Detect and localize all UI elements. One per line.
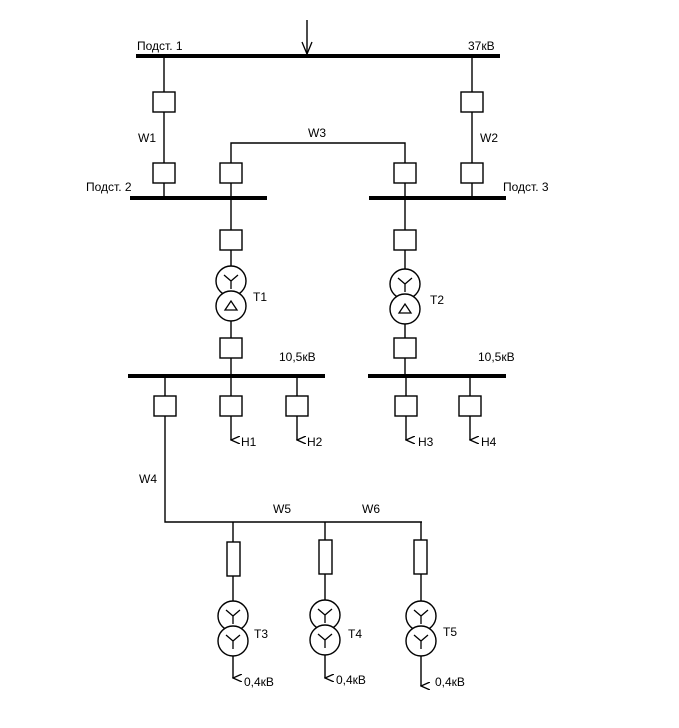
label-t3: T3 bbox=[254, 627, 268, 641]
wye-symbol-icon bbox=[413, 634, 429, 649]
label-substation-2: Подст. 2 bbox=[86, 180, 132, 194]
label-w6: W6 bbox=[362, 502, 380, 516]
wye-symbol-icon bbox=[317, 633, 333, 648]
wye-symbol-icon bbox=[223, 274, 239, 289]
delta-symbol-icon bbox=[223, 299, 239, 311]
label-w5: W5 bbox=[273, 502, 291, 516]
transformer-t2-winding-lv bbox=[389, 293, 421, 325]
label-w4: W4 bbox=[139, 472, 157, 486]
transformer-t1-winding-lv bbox=[215, 290, 247, 322]
breaker-h3 bbox=[394, 395, 418, 417]
breaker-t2-hv bbox=[393, 229, 417, 251]
label-37kv: 37кВ bbox=[468, 39, 495, 53]
label-lv-t4: 0,4кВ bbox=[336, 673, 366, 687]
breaker-h2 bbox=[285, 395, 309, 417]
breaker-w2-top bbox=[460, 91, 484, 113]
fuse-t3 bbox=[226, 541, 241, 577]
breaker-w3-right bbox=[393, 162, 417, 184]
label-t4: T4 bbox=[348, 627, 362, 641]
breaker-w1-bottom bbox=[152, 162, 176, 184]
label-substation-3: Подст. 3 bbox=[503, 180, 549, 194]
breaker-w3-left bbox=[219, 162, 243, 184]
label-w1: W1 bbox=[138, 131, 156, 145]
label-h2: H2 bbox=[307, 435, 323, 449]
fuse-t5 bbox=[413, 539, 428, 575]
label-w3: W3 bbox=[308, 126, 326, 140]
breaker-t1-hv bbox=[219, 229, 243, 251]
line-w3 bbox=[230, 142, 406, 197]
breaker-t2-lv bbox=[393, 337, 417, 359]
label-lv-t3: 0,4кВ bbox=[244, 675, 274, 689]
wye-symbol-icon bbox=[225, 609, 241, 624]
wye-symbol-icon bbox=[397, 277, 413, 292]
delta-symbol-icon bbox=[397, 302, 413, 314]
label-lv-t5: 0,4кВ bbox=[435, 675, 465, 689]
wye-symbol-icon bbox=[413, 609, 429, 624]
label-10kv-left: 10,5кВ bbox=[279, 350, 316, 364]
fuse-t4 bbox=[318, 539, 333, 575]
breaker-t1-lv bbox=[219, 337, 243, 359]
label-w2: W2 bbox=[480, 131, 498, 145]
breaker-w4 bbox=[153, 395, 177, 417]
line-w4-w5-w6 bbox=[164, 376, 422, 523]
wye-symbol-icon bbox=[317, 608, 333, 623]
label-t5: T5 bbox=[443, 625, 457, 639]
breaker-h4 bbox=[458, 395, 482, 417]
label-t1: T1 bbox=[253, 290, 267, 304]
breaker-w2-bottom bbox=[460, 162, 484, 184]
breaker-w1-top bbox=[152, 91, 176, 113]
label-10kv-right: 10,5кВ bbox=[478, 350, 515, 364]
label-h3: H3 bbox=[418, 435, 434, 449]
label-t2: T2 bbox=[430, 293, 444, 307]
breaker-h1 bbox=[219, 395, 243, 417]
label-h4: H4 bbox=[481, 435, 497, 449]
label-h1: H1 bbox=[241, 435, 257, 449]
wye-symbol-icon bbox=[225, 634, 241, 649]
label-substation-1: Подст. 1 bbox=[137, 39, 183, 53]
